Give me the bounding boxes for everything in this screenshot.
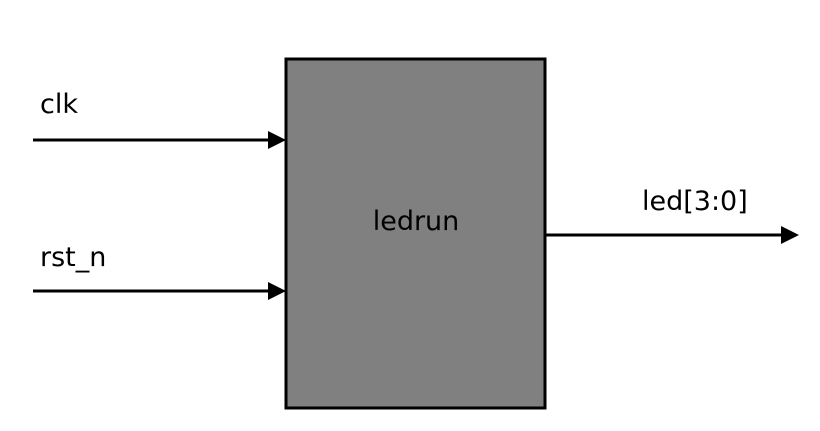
input-arrowhead-rst-n (268, 282, 286, 300)
input-label-rst-n: rst_n (40, 242, 106, 273)
input-label-clk: clk (40, 89, 78, 120)
module-name: ledrun (373, 206, 460, 237)
output-arrowhead-led (781, 226, 799, 244)
input-arrowhead-clk (268, 131, 286, 149)
output-label-led: led[3:0] (642, 186, 748, 217)
module-block (284, 57, 547, 410)
